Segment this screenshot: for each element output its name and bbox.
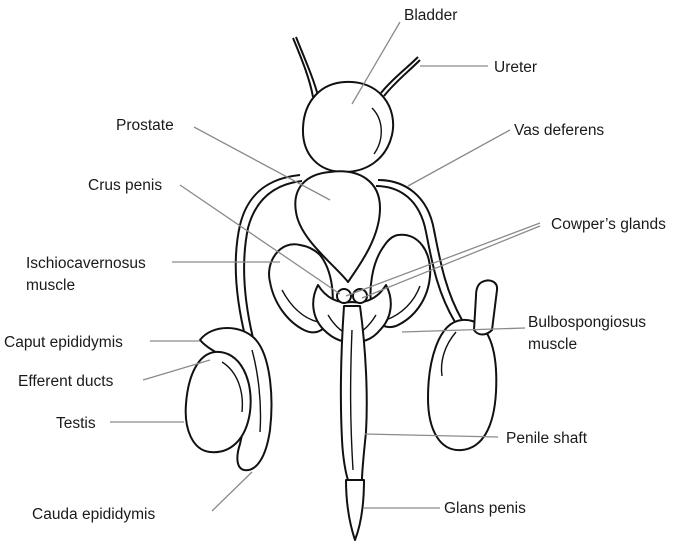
label-bladder: Bladder [404,7,457,24]
ureters [292,36,421,98]
leader-lines [110,21,541,512]
label-glans-penis: Glans penis [444,500,526,517]
label-ischiocavernosus-2: muscle [26,277,75,294]
cowpers-glands [336,288,368,304]
label-cauda-epididymis: Cauda epididymis [32,506,155,523]
label-bulbospongiosus-1: Bulbospongiosus [528,314,646,331]
label-efferent-ducts: Efferent ducts [18,373,114,390]
bladder [301,80,395,173]
label-prostate: Prostate [116,117,174,134]
label-ischiocavernosus-1: Ischiocavernosus [26,255,146,272]
vas-deferens [234,174,463,341]
label-vas-deferens: Vas deferens [514,122,604,139]
labels: Bladder Ureter Prostate Vas deferens Cru… [4,7,666,523]
label-penile-shaft: Penile shaft [506,430,588,447]
label-crus-penis: Crus penis [88,177,162,194]
label-bulbospongiosus-2: muscle [528,336,577,353]
left-testis [184,350,252,454]
label-ureter: Ureter [494,59,537,76]
prostate [294,170,381,283]
label-cowpers-glands: Cowper’s glands [551,216,666,233]
right-testis [427,279,499,452]
glans-penis [345,479,365,541]
label-testis: Testis [56,415,96,432]
penile-shaft [339,305,368,481]
label-caput-epididymis: Caput epididymis [4,334,123,351]
